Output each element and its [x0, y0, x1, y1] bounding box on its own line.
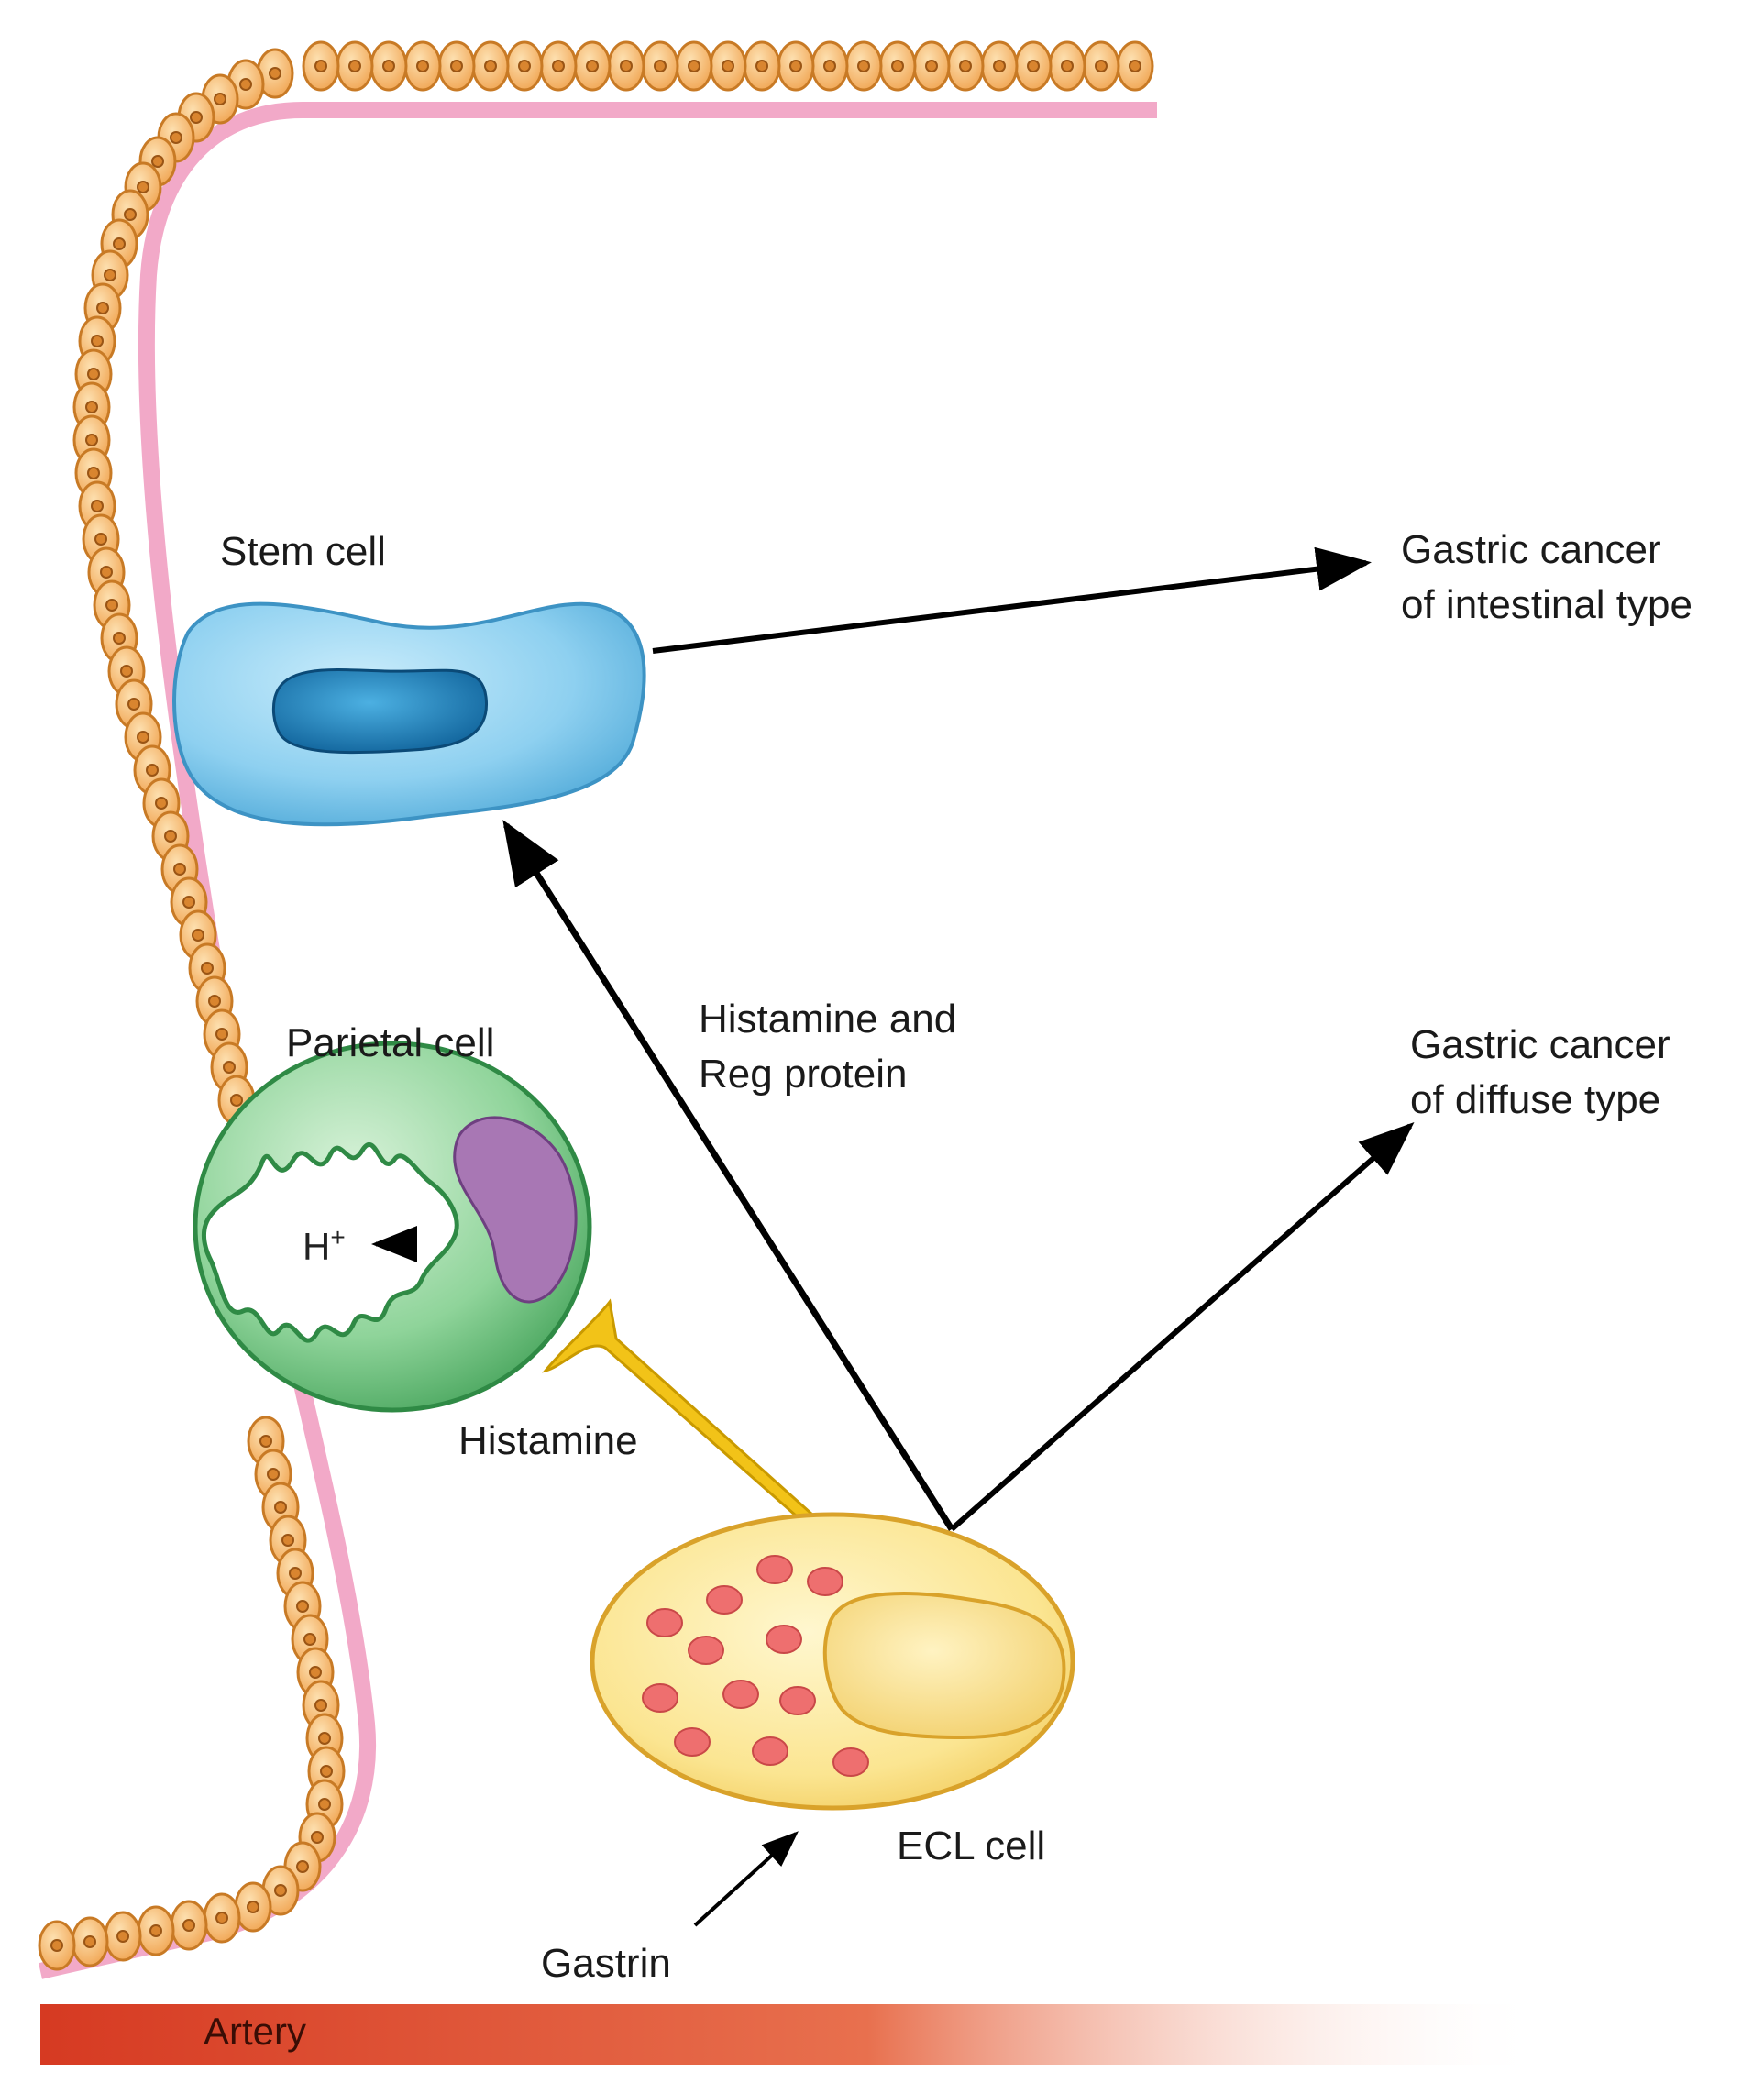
parietal-cell-nucleus	[453, 1116, 578, 1304]
epithelial-cell	[437, 40, 476, 92]
label-h-plus: H+	[303, 1223, 346, 1269]
arrow-ecl-to-stem	[502, 820, 954, 1531]
label-histamine-reg: Histamine and Reg protein	[699, 992, 956, 1102]
epithelial-cell	[203, 1892, 241, 1944]
epithelial-cell	[170, 1900, 208, 1951]
epithelial-cell	[878, 40, 917, 92]
epithelial-cell	[234, 1881, 272, 1933]
ecl-granule	[832, 1747, 869, 1777]
label-h-plus-sup: +	[330, 1223, 346, 1251]
epithelial-cell	[137, 1905, 175, 1956]
epithelial-cell	[1014, 40, 1053, 92]
epithelial-cell	[709, 40, 747, 92]
ecl-granule	[706, 1585, 743, 1615]
label-h-plus-base: H	[303, 1225, 331, 1268]
label-gastrin: Gastrin	[541, 1941, 671, 1986]
epithelial-cell	[1116, 40, 1154, 92]
epithelial-cell	[980, 40, 1019, 92]
histamine-process	[542, 1298, 823, 1531]
epithelial-cell	[777, 40, 815, 92]
label-gastric-diffuse-line2: of diffuse type	[1410, 1077, 1661, 1122]
ecl-granule	[766, 1625, 802, 1654]
gastric-epithelium	[38, 40, 1154, 1971]
epithelial-cell	[104, 1911, 142, 1962]
label-stem-cell: Stem cell	[220, 529, 386, 574]
epithelial-cell	[471, 40, 510, 92]
ecl-granule	[722, 1680, 759, 1709]
ecl-granule	[688, 1636, 724, 1665]
arrow-gastrin-to-ecl	[693, 1831, 799, 1927]
arrow-ecl-to-diffuse	[950, 1122, 1415, 1532]
label-artery: Artery	[204, 2010, 307, 2053]
label-ecl-cell: ECL cell	[897, 1824, 1046, 1868]
epithelial-cell	[946, 40, 985, 92]
epithelial-cell	[641, 40, 679, 92]
epithelial-cell	[302, 40, 340, 92]
epithelial-cell	[505, 40, 544, 92]
parietal-canaliculi	[202, 1141, 459, 1343]
label-gastric-intestinal-line1: Gastric cancer	[1401, 527, 1661, 572]
ecl-granule	[807, 1567, 843, 1596]
ecl-granule	[756, 1555, 793, 1584]
epithelial-cell	[573, 40, 612, 92]
ecl-granule	[779, 1686, 816, 1715]
epithelial-cell	[403, 40, 442, 92]
epithelial-cell	[261, 1865, 300, 1916]
epithelial-cell	[912, 40, 951, 92]
epithelial-cell	[71, 1916, 109, 1967]
epithelial-cell	[369, 40, 408, 92]
parietal-cell	[193, 1041, 592, 1413]
epithelial-cell	[743, 40, 781, 92]
epithelial-cell	[336, 40, 374, 92]
ecl-granule	[674, 1727, 711, 1757]
label-gastric-diffuse: Gastric cancer of diffuse type	[1410, 1018, 1670, 1128]
label-histamine: Histamine	[458, 1418, 638, 1463]
ecl-granules	[642, 1555, 869, 1777]
epithelial-cell	[844, 40, 883, 92]
stem-cell	[172, 601, 646, 827]
ecl-granule	[642, 1683, 678, 1713]
ecl-granule	[752, 1736, 788, 1766]
epithelial-cell	[38, 1920, 76, 1971]
ecl-granule	[646, 1608, 683, 1637]
label-gastric-intestinal: Gastric cancer of intestinal type	[1401, 523, 1692, 633]
ecl-cell-nucleus	[822, 1592, 1066, 1740]
epithelial-cell	[1082, 40, 1120, 92]
epithelial-cell	[607, 40, 645, 92]
label-gastric-intestinal-line2: of intestinal type	[1401, 582, 1692, 627]
epithelial-cell	[1048, 40, 1086, 92]
artery-band	[40, 2004, 1544, 2065]
arrow-stem-to-intestinal	[652, 546, 1372, 654]
label-parietal-cell: Parietal cell	[286, 1020, 495, 1065]
stem-cell-nucleus	[271, 668, 489, 755]
epithelial-cell	[810, 40, 849, 92]
label-histamine-reg-line2: Reg protein	[699, 1052, 908, 1097]
label-gastric-diffuse-line1: Gastric cancer	[1410, 1022, 1670, 1067]
label-histamine-reg-line1: Histamine and	[699, 997, 957, 1041]
epithelial-cell	[675, 40, 713, 92]
epithelial-cell	[539, 40, 578, 92]
ecl-cell	[590, 1512, 1075, 1811]
